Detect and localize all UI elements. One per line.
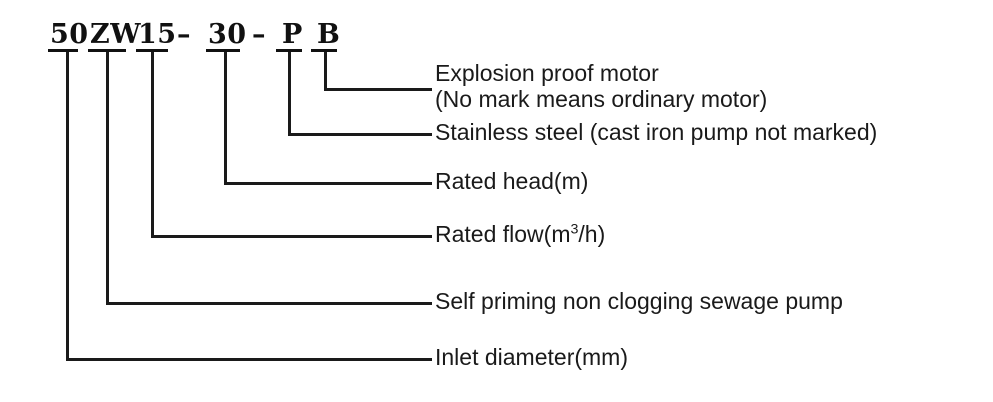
model-code-token-b: B bbox=[317, 19, 341, 50]
underline-50 bbox=[48, 49, 78, 52]
leader-vertical-rated-head bbox=[224, 52, 227, 185]
callout-label-inlet-diameter: Inlet diameter(mm) bbox=[435, 344, 628, 371]
callout-label-line1-inlet-diameter: Inlet diameter(mm) bbox=[435, 344, 628, 370]
callout-label-stainless-steel: Stainless steel (cast iron pump not mark… bbox=[435, 119, 877, 146]
model-code-token-zw: ZW bbox=[90, 19, 142, 50]
callout-label-line1-rated-flow: Rated flow(m3/h) bbox=[435, 221, 606, 247]
leader-vertical-stainless-steel bbox=[288, 52, 291, 136]
superscript-three: 3 bbox=[570, 221, 579, 238]
model-code-token-50: 50 bbox=[50, 19, 89, 50]
model-code-separator-0: – bbox=[177, 19, 191, 50]
underline-30 bbox=[206, 49, 240, 52]
underline-15 bbox=[136, 49, 168, 52]
leader-horizontal-stainless-steel bbox=[288, 133, 432, 136]
underline-p bbox=[276, 49, 302, 52]
leader-horizontal-inlet-diameter bbox=[66, 358, 432, 361]
model-code-separator-1: – bbox=[252, 19, 266, 50]
leader-horizontal-rated-flow bbox=[151, 235, 432, 238]
leader-vertical-rated-flow bbox=[151, 52, 154, 238]
callout-label-line1-explosion-proof-motor: Explosion proof motor bbox=[435, 60, 659, 86]
callout-label-self-priming-sewage-pump: Self priming non clogging sewage pump bbox=[435, 288, 843, 315]
callout-label-rated-head: Rated head(m) bbox=[435, 168, 588, 195]
callout-label-line1-rated-head: Rated head(m) bbox=[435, 168, 589, 194]
callout-label-rated-flow: Rated flow(m3/h) bbox=[435, 221, 605, 248]
leader-vertical-explosion-proof-motor bbox=[324, 52, 327, 91]
callout-label-line1-self-priming-sewage-pump: Self priming non clogging sewage pump bbox=[435, 288, 843, 314]
model-code-token-p: P bbox=[282, 19, 303, 50]
underline-b bbox=[311, 49, 337, 52]
leader-horizontal-explosion-proof-motor bbox=[324, 88, 432, 91]
leader-horizontal-rated-head bbox=[224, 182, 432, 185]
underline-zw bbox=[88, 49, 126, 52]
callout-label-line2-explosion-proof-motor: (No mark means ordinary motor) bbox=[435, 86, 768, 112]
model-code-token-30: 30 bbox=[208, 19, 247, 50]
leader-horizontal-self-priming-sewage-pump bbox=[106, 302, 432, 305]
callout-label-line1-stainless-steel: Stainless steel (cast iron pump not mark… bbox=[435, 119, 878, 145]
leader-vertical-inlet-diameter bbox=[66, 52, 69, 361]
model-code-token-15: 15 bbox=[138, 19, 177, 50]
leader-vertical-self-priming-sewage-pump bbox=[106, 52, 109, 305]
callout-label-explosion-proof-motor: Explosion proof motor(No mark means ordi… bbox=[435, 60, 767, 112]
